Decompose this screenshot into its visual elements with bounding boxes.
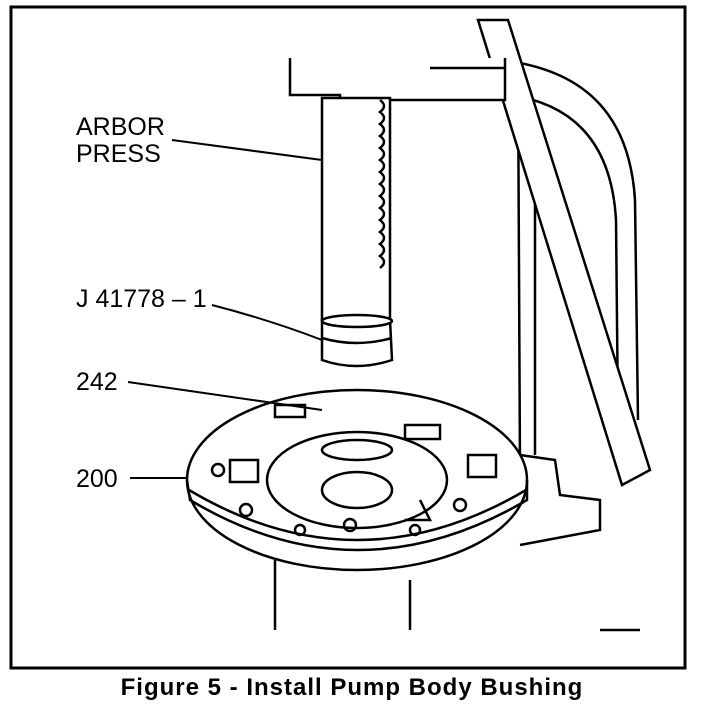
- label-bushing: 242: [76, 368, 118, 396]
- label-pump-body: 200: [76, 465, 118, 493]
- press-ram: [320, 96, 392, 322]
- label-tool: J 41778 – 1: [76, 285, 207, 313]
- figure-caption: Figure 5 - Install Pump Body Bushing: [120, 674, 584, 701]
- leader-lines: [127, 139, 323, 479]
- label-arbor-press-line2: PRESS: [76, 140, 161, 168]
- pump-body: [185, 388, 640, 632]
- label-arbor-press-line1: ARBOR: [76, 113, 165, 141]
- installer-tool: [320, 313, 394, 368]
- press-head: [288, 58, 507, 102]
- press-lever: [476, 18, 652, 487]
- figure-frame: [9, 5, 687, 670]
